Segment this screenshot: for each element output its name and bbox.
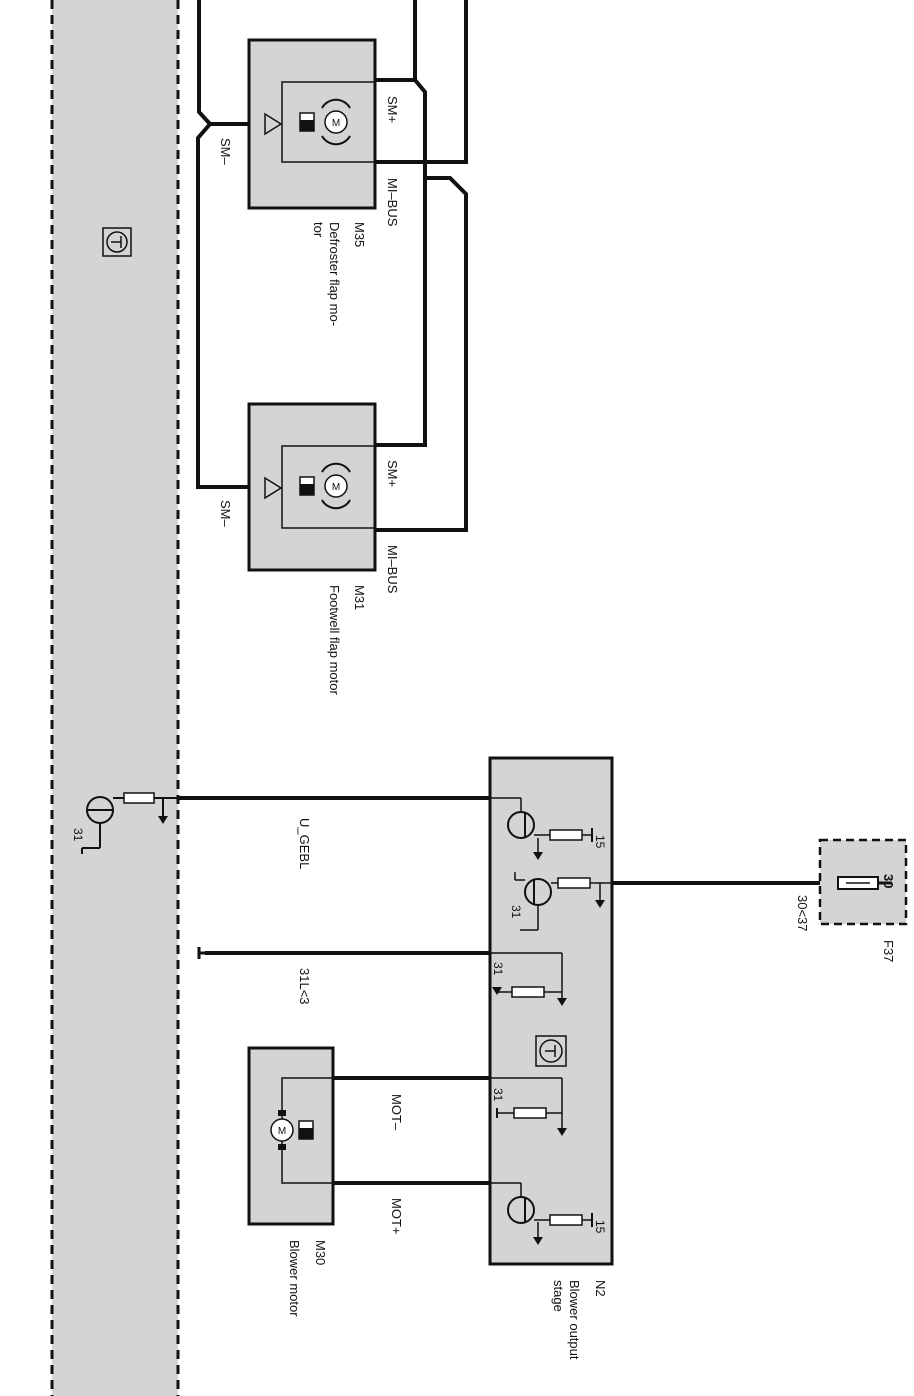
motor-icon: M (270, 1110, 294, 1150)
n2-blower-output-stage: 15 31 31 (488, 756, 614, 1360)
n2-name-line2: stage (551, 1280, 566, 1312)
m35-defroster-flap-motor: M SM– SM+ MI–BUS M35 Defroster flap mo- … (218, 38, 400, 326)
m35-pin-sm-plus: SM+ (385, 96, 400, 123)
svg-text:M: M (278, 1126, 286, 1137)
n2-pin-31-a: 31 (509, 905, 523, 919)
left-control-module: 31 (50, 0, 180, 1396)
transistor-icon (490, 797, 550, 860)
m30-name: Blower motor (287, 1240, 302, 1317)
n2-pin-31-b: 31 (491, 962, 505, 976)
control-unit-icon (535, 1035, 567, 1067)
motor-icon: M (321, 462, 351, 510)
m31-pin-sm-minus: SM– (218, 500, 233, 528)
m35-name-line2: tor (311, 222, 326, 238)
svg-text:M: M (332, 482, 340, 493)
wire-30-37-label: 30<37 (795, 895, 810, 932)
wire-mot-plus-label: MOT+ (389, 1198, 404, 1234)
f37-pin-30: 30 (881, 874, 896, 888)
m30-blower-motor: M M30 Blower motor (247, 1046, 335, 1317)
motor-icon: M (321, 98, 351, 146)
m31-pin-mi-bus: MI–BUS (385, 545, 400, 594)
lower-wiring (178, 796, 838, 1185)
n2-pin-15-b: 15 (593, 1220, 607, 1234)
wire-31l-label: 31L<3 (297, 968, 312, 1005)
control-unit-icon (102, 227, 132, 257)
m31-name: Footwell flap motor (327, 585, 342, 695)
m31-id: M31 (352, 585, 367, 610)
transistor-icon (514, 872, 558, 931)
m35-name-line1: Defroster flap mo- (327, 222, 342, 326)
wire-u-gebl-label: U_GEBL (297, 818, 312, 869)
n2-id: N2 (593, 1280, 608, 1297)
f37-id: F37 (881, 940, 896, 962)
wire-mot-minus-label: MOT– (389, 1094, 404, 1131)
n2-pin-31-c: 31 (491, 1088, 505, 1102)
ground-stub (197, 947, 206, 959)
sm-bus-wiring (196, 0, 468, 532)
svg-text:M: M (332, 118, 340, 129)
m31-footwell-flap-motor: M SM– SM+ MI–BUS M31 Footwell flap motor (218, 402, 400, 695)
transistor-icon (490, 1182, 550, 1245)
n2-name-line1: Blower output (567, 1280, 582, 1360)
f37-fuse: 30 F37 (818, 838, 908, 962)
m31-pin-sm-plus: SM+ (385, 460, 400, 487)
m35-pin-sm-minus: SM– (218, 138, 233, 166)
m35-id: M35 (352, 222, 367, 247)
fuse-icon (837, 876, 892, 890)
m35-pin-mi-bus: MI–BUS (385, 178, 400, 227)
n2-pin-15-a: 15 (593, 835, 607, 849)
m30-id: M30 (313, 1240, 328, 1265)
left-module-pin-31: 31 (71, 828, 85, 842)
transistor-icon (81, 796, 114, 854)
